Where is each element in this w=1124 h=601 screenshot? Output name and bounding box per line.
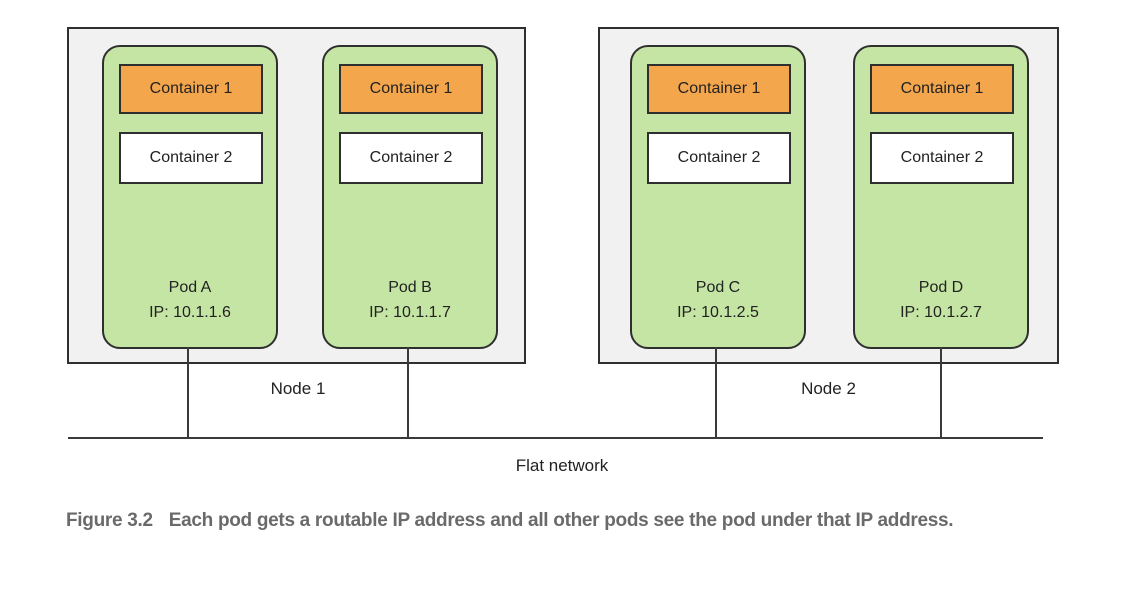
pod-b-name: Pod B xyxy=(388,279,432,296)
node-2-box: Container 1 Container 2 Pod C IP: 10.1.2… xyxy=(598,27,1059,364)
pod-c-name: Pod C xyxy=(695,279,741,296)
pod-a-name: Pod A xyxy=(168,279,212,296)
pod-a-container-2-box: Container 2 xyxy=(119,132,263,184)
flat-network-label: Flat network xyxy=(515,456,609,475)
pod-d-name: Pod D xyxy=(918,279,964,296)
pod-b-box: Container 1 Container 2 Pod B IP: 10.1.1… xyxy=(322,45,498,349)
pod-d-labels: Pod D IP: 10.1.2.7 xyxy=(855,275,1027,325)
pod-d-network-connector-line xyxy=(940,347,942,438)
pod-d-ip: IP: 10.1.2.7 xyxy=(900,304,982,321)
pod-b-container-1-box: Container 1 xyxy=(339,64,483,114)
pod-a-box: Container 1 Container 2 Pod A IP: 10.1.1… xyxy=(102,45,278,349)
pod-b-ip: IP: 10.1.1.7 xyxy=(369,304,451,321)
pod-c-container-1-box: Container 1 xyxy=(647,64,791,114)
pod-b-container-2-box: Container 2 xyxy=(339,132,483,184)
figure-caption-text: Each pod gets a routable IP address and … xyxy=(168,510,954,531)
figure-caption-number: Figure 3.2 xyxy=(66,510,153,531)
pod-a-container-1-box: Container 1 xyxy=(119,64,263,114)
pod-a-labels: Pod A IP: 10.1.1.6 xyxy=(104,275,276,325)
pod-c-box: Container 1 Container 2 Pod C IP: 10.1.2… xyxy=(630,45,806,349)
pod-d-container-1-box: Container 1 xyxy=(870,64,1014,114)
pod-c-container-2-box: Container 2 xyxy=(647,132,791,184)
figure-caption: Figure 3.2 Each pod gets a routable IP ad… xyxy=(66,507,1046,535)
pod-d-container-2-box: Container 2 xyxy=(870,132,1014,184)
node-1-box: Container 1 Container 2 Pod A IP: 10.1.1… xyxy=(67,27,526,364)
flat-network-line xyxy=(68,437,1043,439)
pod-a-network-connector-line xyxy=(187,347,189,438)
pod-d-box: Container 1 Container 2 Pod D IP: 10.1.2… xyxy=(853,45,1029,349)
pod-b-network-connector-line xyxy=(407,347,409,438)
pod-a-ip: IP: 10.1.1.6 xyxy=(149,304,231,321)
pod-c-ip: IP: 10.1.2.5 xyxy=(677,304,759,321)
node-1-label: Node 1 xyxy=(270,379,326,398)
pod-c-labels: Pod C IP: 10.1.2.5 xyxy=(632,275,804,325)
pod-c-network-connector-line xyxy=(715,347,717,438)
node-2-label: Node 2 xyxy=(801,379,856,398)
pod-b-labels: Pod B IP: 10.1.1.7 xyxy=(324,275,496,325)
